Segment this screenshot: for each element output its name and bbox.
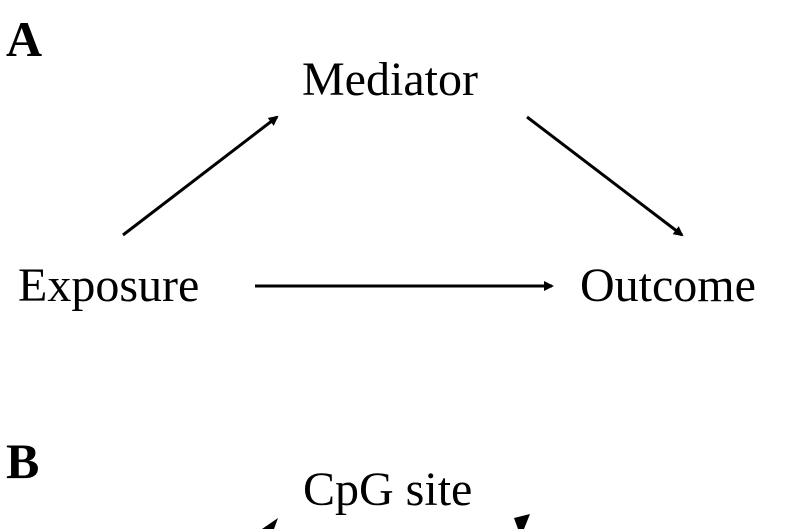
exposure-node: Exposure <box>18 259 200 312</box>
panel-b-arrow-tip-right <box>514 514 530 529</box>
panel-a-label: A <box>6 11 43 67</box>
panel-b-label: B <box>6 433 40 489</box>
cpg-site-node: CpG site <box>303 463 473 516</box>
arrow-exposure-to-mediator <box>122 115 279 237</box>
panel-b-arrow-tip-left <box>262 518 278 529</box>
mediator-node: Mediator <box>302 53 478 106</box>
arrow-mediator-to-outcome <box>526 115 684 237</box>
outcome-node: Outcome <box>580 259 756 312</box>
